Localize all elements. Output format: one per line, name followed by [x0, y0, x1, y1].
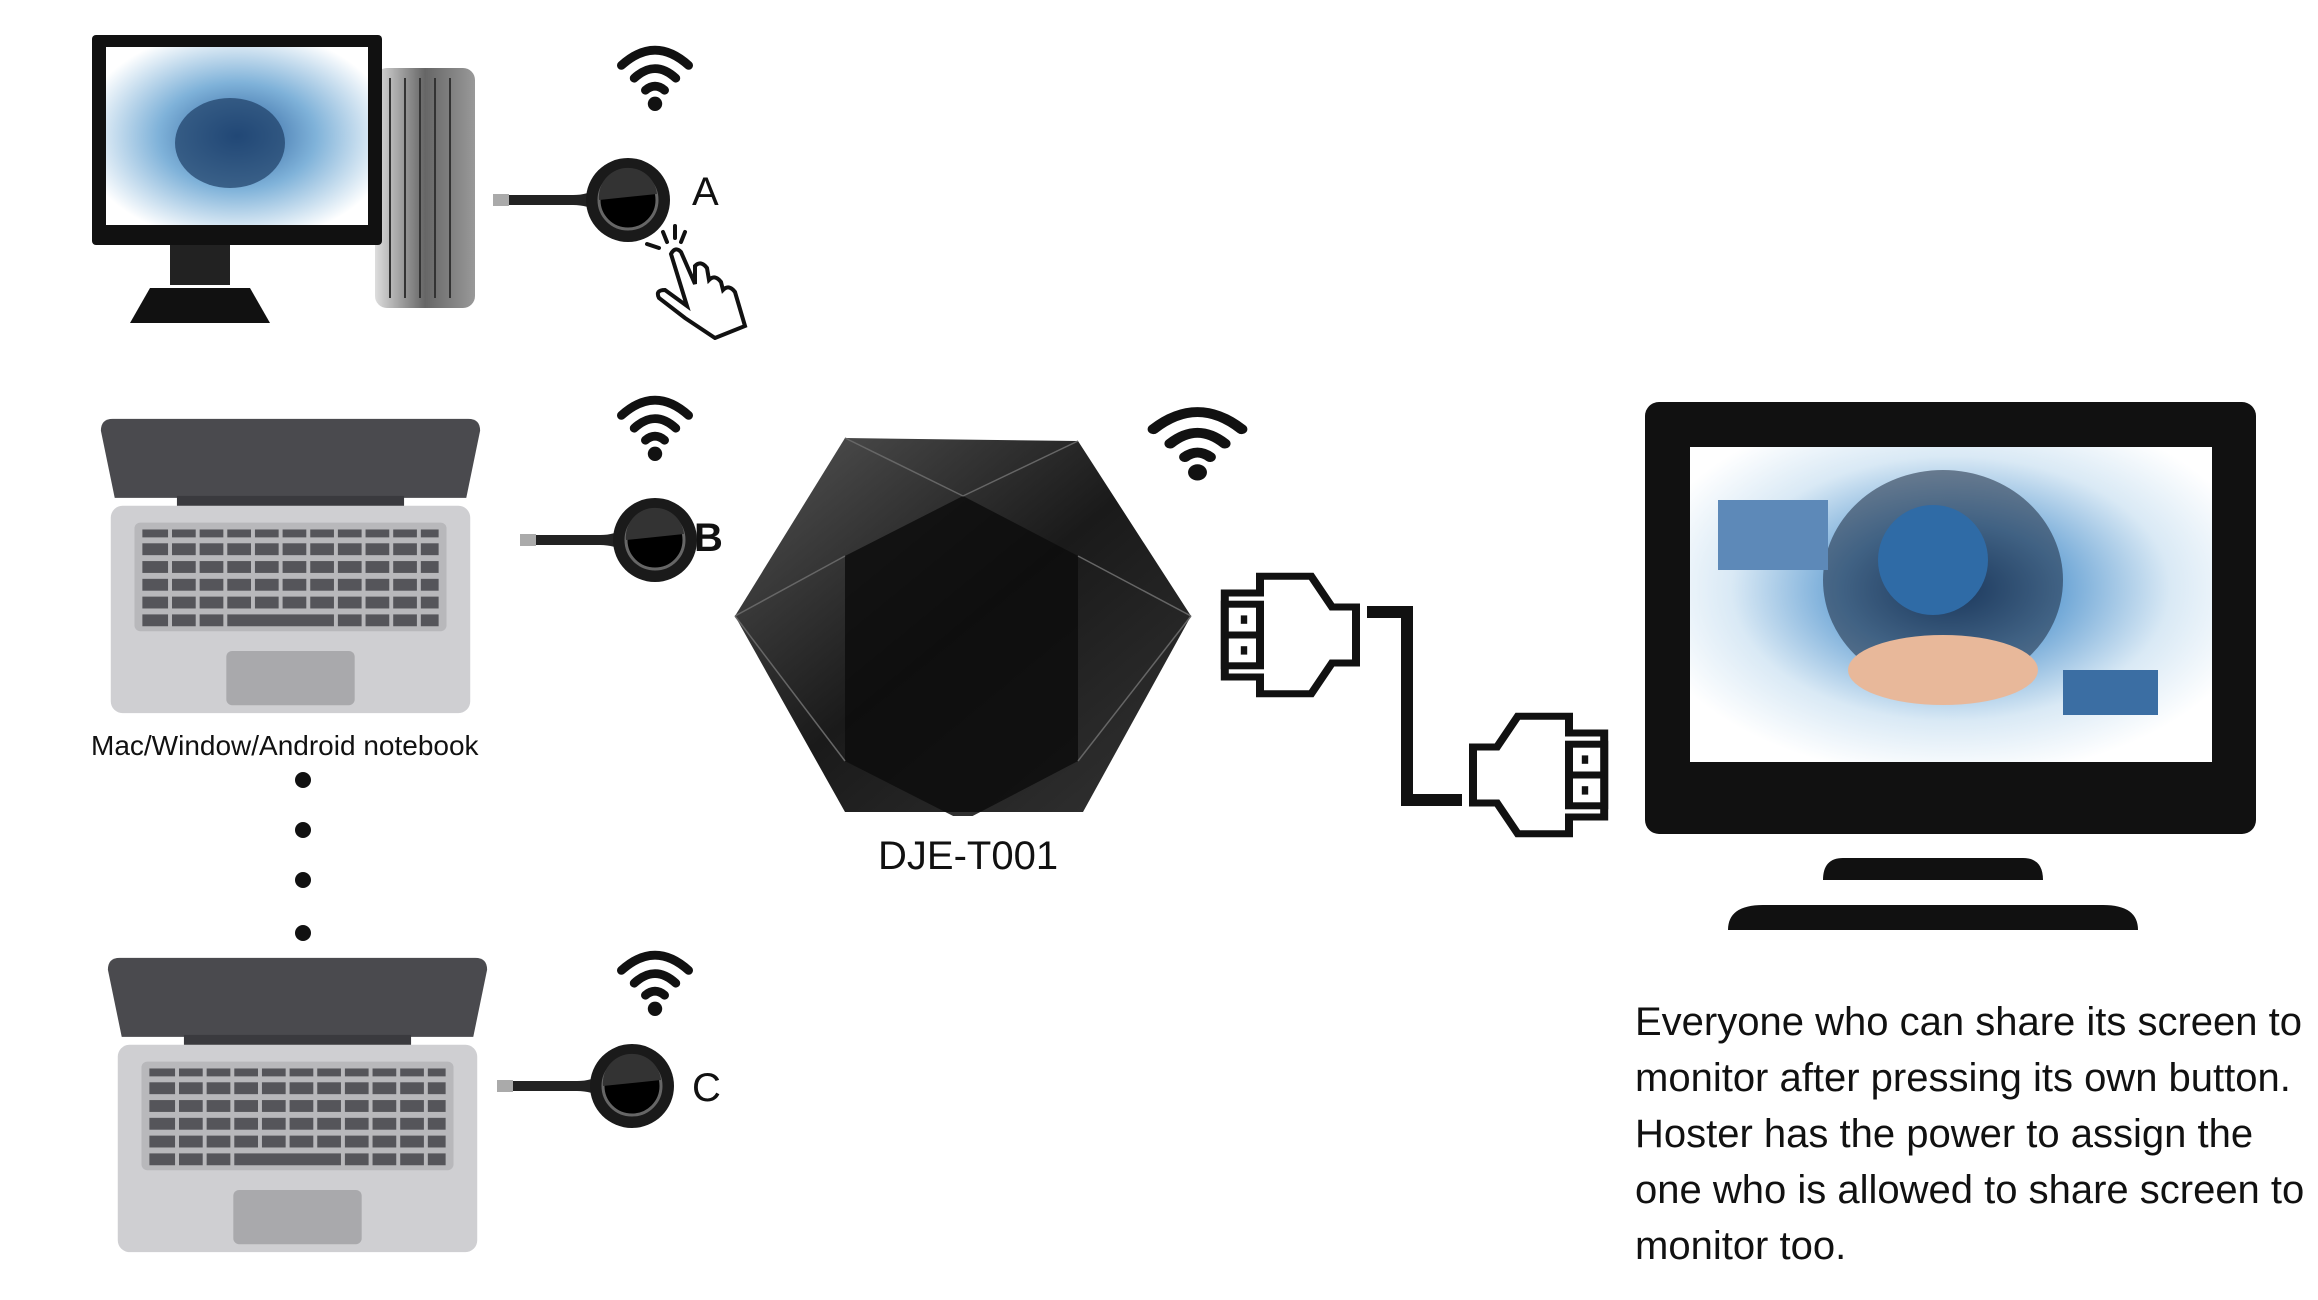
hdmi-cable-icon	[1212, 560, 1622, 850]
dongle-button-icon[interactable]	[497, 1036, 677, 1136]
wifi-icon	[1145, 395, 1250, 485]
hub-model-label: DJE-T001	[878, 834, 1059, 878]
wifi-icon	[615, 35, 695, 115]
wifi-icon	[615, 940, 695, 1020]
desktop-computer-icon	[90, 33, 480, 328]
hand-pointer-icon	[645, 222, 755, 340]
hub-device-icon	[733, 436, 1193, 816]
dongle-button-icon[interactable]	[520, 490, 700, 590]
notebook-caption: Mac/Window/Android notebook	[91, 730, 479, 761]
dongle-label-c: C	[692, 1066, 721, 1110]
dongle-label-a: A	[692, 170, 719, 214]
ellipsis-dots	[293, 770, 313, 950]
laptop-icon	[93, 417, 488, 717]
laptop-icon	[100, 955, 495, 1257]
description-text: Everyone who can share its screen to mon…	[1635, 1000, 2305, 1268]
dongle-label-b: B	[694, 516, 723, 560]
monitor-icon	[1643, 400, 2258, 935]
wifi-icon	[615, 385, 695, 465]
